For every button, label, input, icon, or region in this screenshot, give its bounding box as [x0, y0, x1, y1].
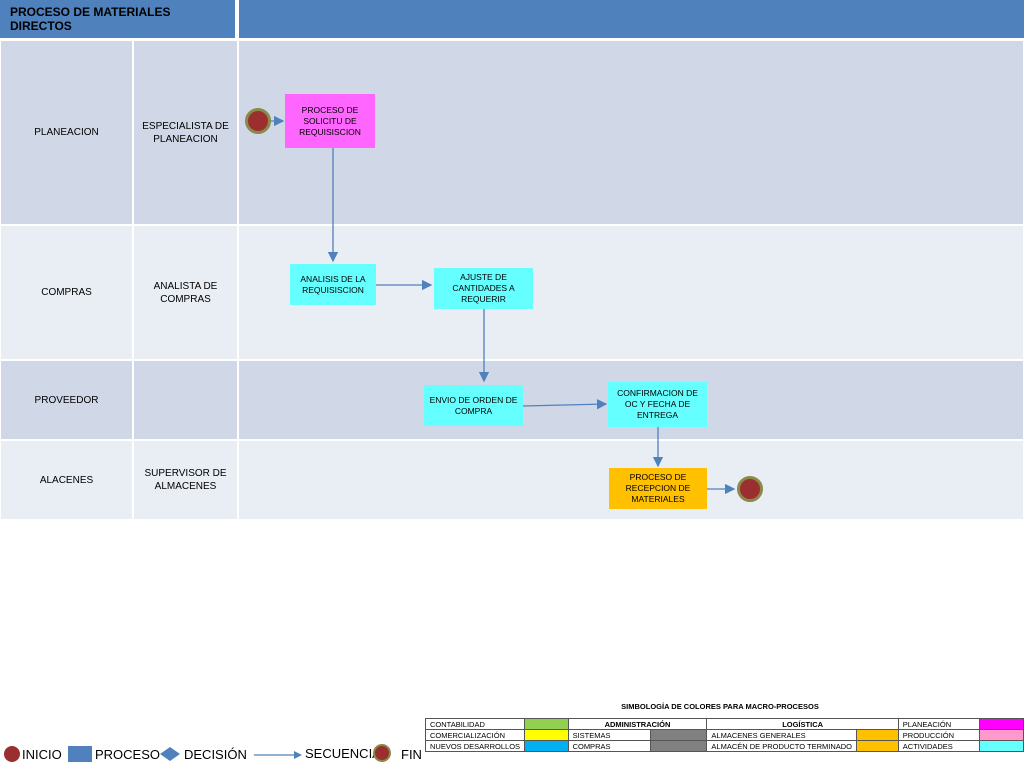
lane-area-compras: COMPRAS: [0, 225, 133, 360]
legend-proceso-icon: [68, 746, 92, 762]
sym-label: ACTIVIDADES: [897, 740, 981, 752]
legend-decision-icon: [160, 747, 180, 761]
sym-label: ALMACÉN DE PRODUCTO TERMINADO: [706, 740, 857, 752]
page-title: PROCESO DE MATERIALES DIRECTOS: [0, 0, 237, 38]
sym-label: COMPRAS: [567, 740, 652, 752]
sym-label: PRODUCCIÓN: [897, 729, 981, 741]
start-node: [245, 108, 271, 134]
sym-label: CONTABILIDAD: [424, 718, 526, 730]
symbology-row: NUEVOS DESARROLLOS COMPRAS ALMACÉN DE PR…: [424, 740, 1024, 752]
sym-swatch-compras: [650, 740, 708, 752]
sym-swatch-nuevos-desarrollos: [524, 740, 569, 752]
process-solicitud: PROCESO DE SOLICITU DE REQUISISCION: [285, 94, 375, 148]
sym-swatch-produccion: [979, 729, 1024, 741]
symbology-title: SIMBOLOGÍA DE COLORES PARA MACRO-PROCESO…: [621, 702, 819, 711]
legend-secuencia-icon: [254, 748, 302, 760]
legend-fin-label: FIN: [401, 747, 422, 762]
sym-label: COMERCIALIZACIÓN: [424, 729, 526, 741]
sym-swatch-actividades: [979, 740, 1024, 752]
lane-role-proveedor: [133, 360, 238, 440]
sym-swatch-almacenes-generales: [856, 729, 899, 741]
sym-swatch-comercializacion: [524, 729, 569, 741]
lane-area-proveedor: PROVEEDOR: [0, 360, 133, 440]
lane-role-alacenes: SUPERVISOR DE ALMACENES: [133, 440, 238, 520]
sym-group-header: LOGÍSTICA: [706, 718, 899, 730]
symbology-row: CONTABILIDAD ADMINISTRACIÓN LOGÍSTICA PL…: [424, 718, 1024, 730]
lane-area-planeacion: PLANEACION: [0, 40, 133, 225]
legend-inicio-icon: [4, 746, 20, 762]
sym-label: SISTEMAS: [567, 729, 652, 741]
sym-label: ALMACENES GENERALES: [706, 729, 857, 741]
process-confirmacion: CONFIRMACION DE OC Y FECHA DE ENTREGA: [608, 382, 707, 427]
sym-group-header: ADMINISTRACIÓN: [567, 718, 708, 730]
sym-swatch-contabilidad: [524, 718, 569, 730]
legend-fin-icon: [373, 744, 391, 762]
lane-role-compras: ANALISTA DE COMPRAS: [133, 225, 238, 360]
process-recepcion: PROCESO DE RECEPCION DE MATERIALES: [609, 468, 707, 509]
process-envio: ENVIO DE ORDEN DE COMPRA: [424, 385, 523, 426]
end-node: [737, 476, 763, 502]
legend-proceso-label: PROCESO: [95, 747, 161, 762]
sym-label: PLANEACIÓN: [897, 718, 981, 730]
process-analisis: ANALISIS DE LA REQUISISCION: [290, 264, 376, 305]
legend-inicio-label: INICIO: [22, 747, 62, 762]
symbology-table: CONTABILIDAD ADMINISTRACIÓN LOGÍSTICA PL…: [424, 718, 1024, 752]
legend-decision-label: DECISIÓN: [184, 747, 247, 762]
process-ajuste: AJUSTE DE CANTIDADES A REQUERIR: [434, 268, 533, 309]
legend-secuencia-label: SECUENCIA: [305, 746, 381, 761]
lane-role-planeacion: ESPECIALISTA DE PLANEACION: [133, 40, 238, 225]
symbology-row: COMERCIALIZACIÓN SISTEMAS ALMACENES GENE…: [424, 729, 1024, 741]
sym-swatch-sistemas: [650, 729, 708, 741]
arrow-envio-to-confirmacion: [522, 399, 608, 410]
header-bar: [239, 0, 1024, 38]
lane-area-alacenes: ALACENES: [0, 440, 133, 520]
sym-swatch-almacen-producto-terminado: [856, 740, 899, 752]
sym-label: NUEVOS DESARROLLOS: [424, 740, 526, 752]
sym-swatch-planeacion: [979, 718, 1024, 730]
